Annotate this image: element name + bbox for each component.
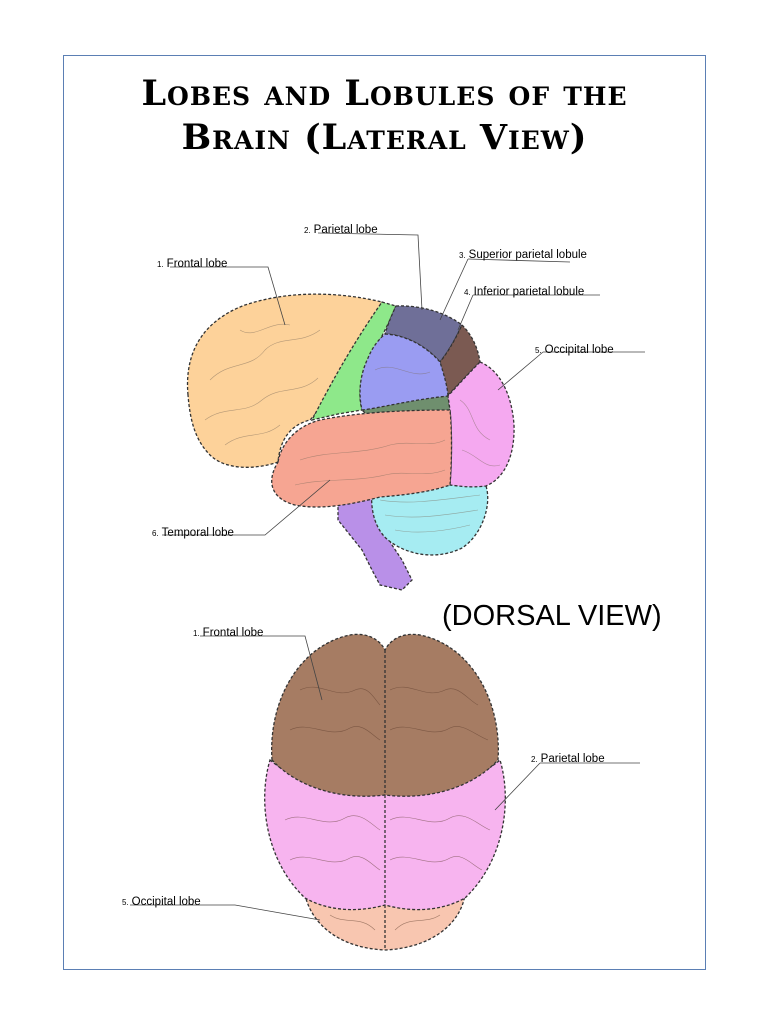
title-line-1: Lobes and Lobules of the bbox=[141, 73, 628, 114]
label-parietal-lobe-dorsal: 2.Parietal lobe bbox=[531, 753, 605, 765]
frontal-lobe bbox=[186, 293, 383, 468]
label-frontal-lobe-lateral: 1.Frontal lobe bbox=[157, 258, 228, 270]
dorsal-view-subtitle: (DORSAL VIEW) bbox=[442, 600, 662, 632]
occipital-lobe bbox=[447, 361, 515, 488]
label-frontal-lobe-dorsal: 1.Frontal lobe bbox=[193, 627, 264, 639]
label-parietal-lobe-lateral: 2.Parietal lobe bbox=[304, 224, 378, 236]
label-superior-parietal-lobule: 3.Superior parietal lobule bbox=[459, 249, 587, 261]
precentral-gyrus bbox=[310, 301, 397, 421]
dorsal-gyri-texture bbox=[284, 686, 491, 931]
page-frame bbox=[63, 55, 706, 970]
label-inferior-parietal-lobule: 4.Inferior parietal lobule bbox=[464, 286, 585, 298]
page-title: Lobes and Lobules of the Brain (Lateral … bbox=[63, 72, 706, 160]
label-occipital-lobe-dorsal: 5.Occipital lobe bbox=[122, 896, 201, 908]
temporal-lobe bbox=[271, 409, 453, 508]
lateral-gyri-texture bbox=[204, 323, 501, 533]
dorsal-brain bbox=[264, 633, 506, 951]
leader-lines bbox=[130, 232, 645, 921]
title-line-2: Brain (Lateral View) bbox=[181, 117, 588, 158]
label-occipital-lobe-lateral: 5.Occipital lobe bbox=[535, 344, 614, 356]
lateral-brain bbox=[186, 293, 515, 591]
label-temporal-lobe: 6.Temporal lobe bbox=[152, 527, 234, 539]
